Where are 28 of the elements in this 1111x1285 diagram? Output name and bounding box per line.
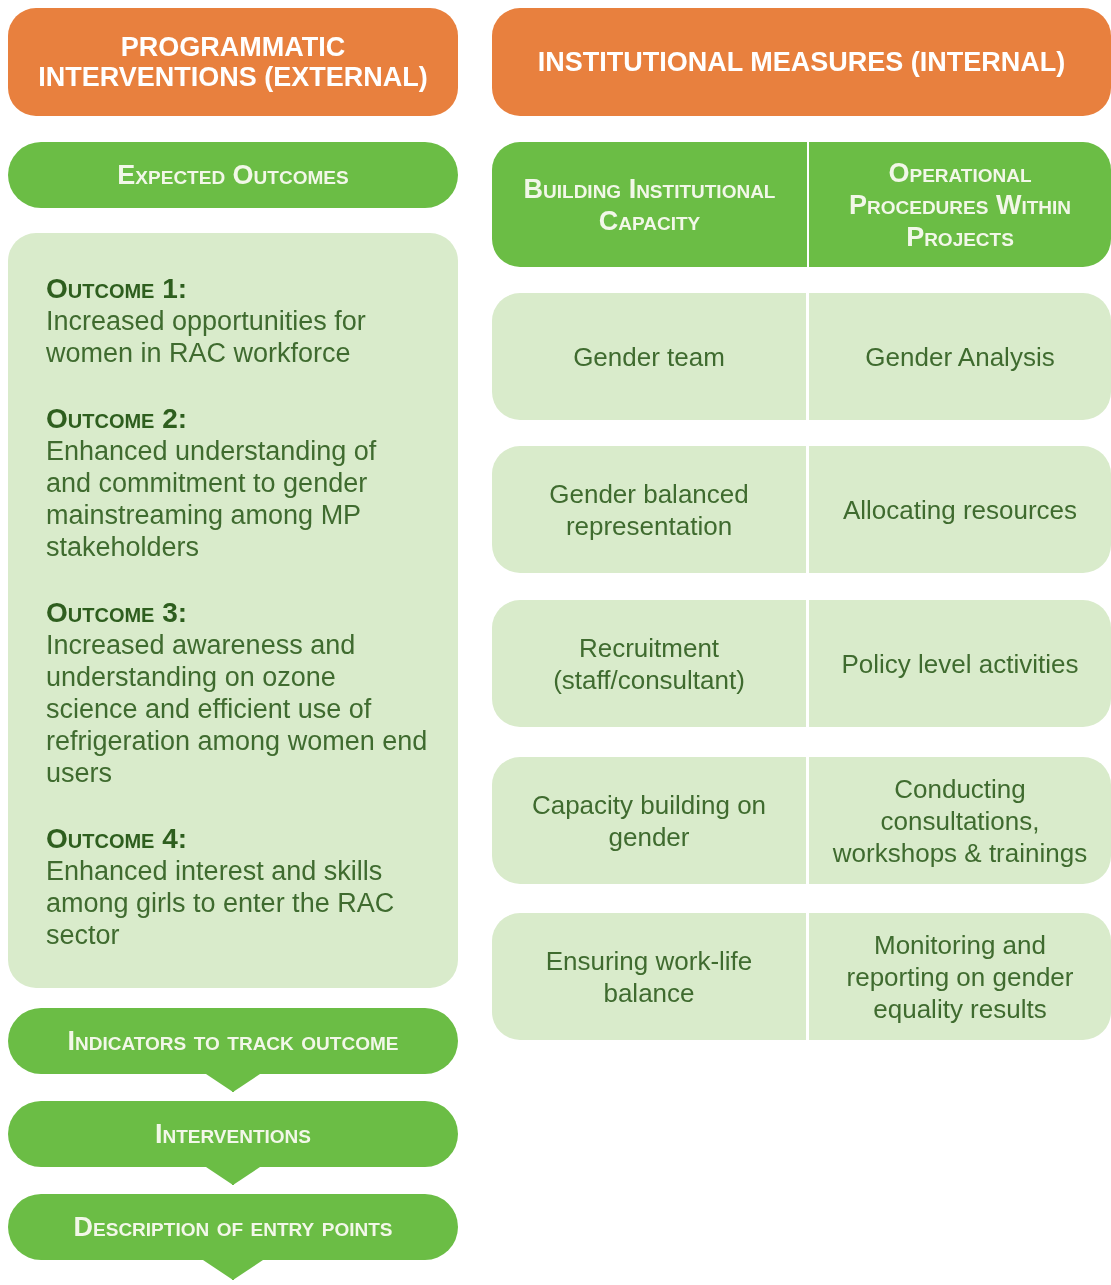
outcome-text: Enhanced understanding of and commitment to gender mainstreaming among MP stakeholders bbox=[46, 435, 378, 563]
table-cell: Recruitment (staff/consultant) bbox=[492, 600, 806, 727]
outcome-heading: Outcome 3: bbox=[46, 597, 189, 629]
outcome-heading: Outcome 2: bbox=[46, 403, 189, 435]
step-banner: Description of entry points bbox=[8, 1194, 458, 1260]
table-cell: Ensuring work-life balance bbox=[492, 913, 806, 1040]
table-cell: Gender team bbox=[492, 293, 806, 420]
outcome-text: Increased awareness and understanding on ozone science and efficient use of refrigeration among women end users bbox=[46, 629, 428, 789]
table-cell: Gender balanced representation bbox=[492, 446, 806, 573]
outcome-text: Increased opportunities for women in RAC workforce bbox=[46, 305, 367, 369]
outcome-heading: Outcome 1: bbox=[46, 273, 189, 305]
column-header: Building Institutional Capacity bbox=[492, 142, 807, 267]
table-cell: Capacity building on gender bbox=[492, 757, 806, 884]
column-header: Operational Procedures Within Projects bbox=[809, 142, 1111, 267]
outcome-text: Enhanced interest and skills among girls to enter the RAC sector bbox=[46, 855, 396, 951]
table-cell: Conducting consultations, workshops & trainings bbox=[809, 757, 1111, 884]
table-cell: Gender Analysis bbox=[809, 293, 1111, 420]
category-header: PROGRAMMATIC INTERVENTIONS (EXTERNAL) bbox=[8, 8, 458, 116]
outcome-heading: Outcome 4: bbox=[46, 823, 189, 855]
category-header: INSTITUTIONAL MEASURES (INTERNAL) bbox=[492, 8, 1111, 116]
section-header: Expected Outcomes bbox=[8, 142, 458, 208]
arrow bbox=[203, 1258, 263, 1281]
outcomes-panel bbox=[8, 233, 458, 988]
step-banner: Interventions bbox=[8, 1101, 458, 1167]
table-cell: Allocating resources bbox=[809, 446, 1111, 573]
table-cell: Policy level activities bbox=[809, 600, 1111, 727]
step-banner: Indicators to track outcome bbox=[8, 1008, 458, 1074]
table-cell: Monitoring and reporting on gender equality results bbox=[809, 913, 1111, 1040]
